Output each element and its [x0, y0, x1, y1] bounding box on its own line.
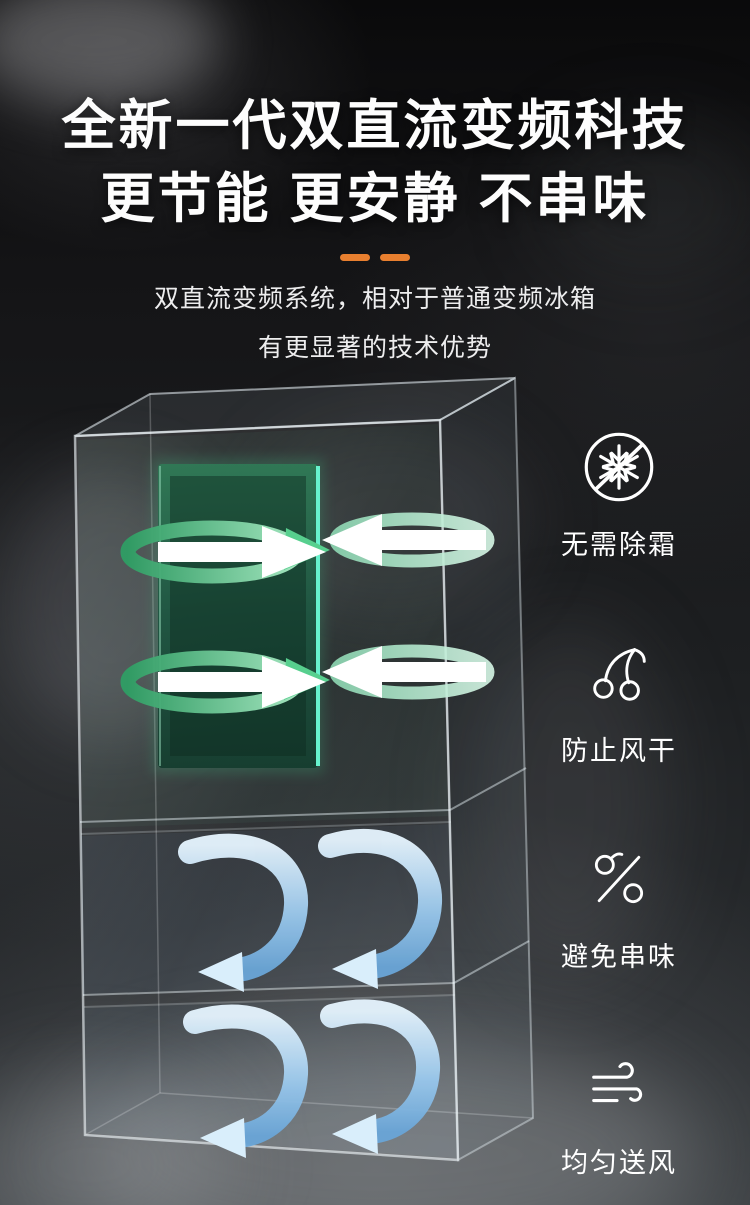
feature-prevent-drying: 防止风干 — [561, 635, 677, 768]
subtitle-line-1: 双直流变频系统，相对于普通变频冰箱 — [153, 284, 596, 313]
feature-label: 防止风干 — [561, 736, 677, 766]
title-line-2: 更节能 更安静 不串味 — [100, 168, 650, 229]
title-line-1: 全新一代双直流变频科技 — [61, 96, 689, 156]
orange-dash — [340, 253, 370, 261]
middle-compartment-tint — [81, 824, 453, 994]
blue-arrowheads — [198, 949, 378, 1158]
no-frost-icon — [581, 429, 657, 505]
feature-no-frost: 无需除霜 — [561, 429, 677, 562]
feature-label: 避免串味 — [561, 942, 677, 972]
feature-label: 无需除霜 — [561, 530, 677, 560]
bottom-compartment-tint — [84, 996, 457, 1158]
page-title: 全新一代双直流变频科技 更节能 更安静 不串味 — [0, 90, 750, 236]
feature-even-airflow: 均匀送风 — [561, 1047, 677, 1180]
subtitle: 双直流变频系统，相对于普通变频冰箱 有更显著的技术优势 — [0, 275, 750, 373]
evaporator-panel — [152, 458, 324, 774]
shelf-dividers — [79, 767, 530, 1008]
feature-label: 均匀送风 — [561, 1148, 677, 1178]
divider-dashes — [0, 253, 750, 261]
green-airflow-arrows — [120, 512, 495, 714]
feature-avoid-odor: 避免串味 — [561, 841, 677, 974]
feature-list: 无需除霜 防止风干 — [524, 429, 714, 1180]
orange-dash — [380, 253, 410, 261]
cherry-icon — [584, 635, 654, 711]
fridge-illustration — [40, 370, 540, 1170]
fridge-3d-render — [73, 376, 535, 1162]
avoid-odor-icon — [585, 841, 653, 917]
header: 全新一代双直流变频科技 更节能 更安静 不串味 双直流变频系统，相对于普通变频冰… — [0, 90, 750, 372]
wind-icon — [584, 1047, 654, 1123]
blue-airflow-arrows — [178, 829, 443, 1148]
subtitle-line-2: 有更显著的技术优势 — [257, 333, 492, 362]
